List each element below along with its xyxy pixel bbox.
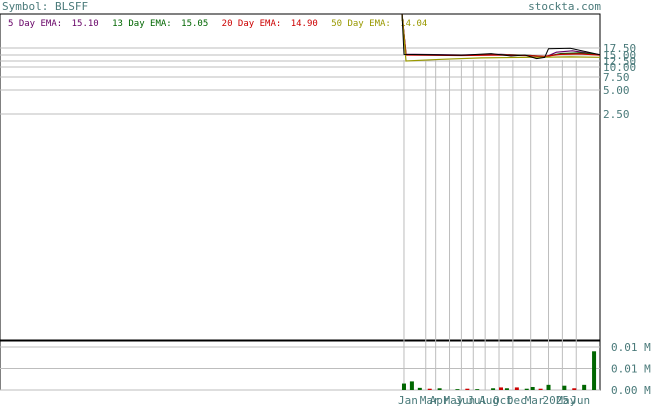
price-tick-label: 2.50 [603,108,630,121]
price-tick-label: 17.50 [603,42,636,55]
ema50-label: 50 Day EMA: 14.04 [331,19,428,29]
volume-bars [401,351,597,390]
x-tick-label: May [444,394,464,406]
volume-bar [504,388,509,390]
grid-lines [0,47,600,391]
volume-plot-frame [0,340,601,391]
ema-lines [401,13,601,62]
ema20-label: 20 Day EMA: 14.90 [221,19,318,29]
volume-bar [582,384,587,390]
ema-line [401,13,601,58]
x-tick-label: Jul [467,394,487,406]
volume-bar [524,388,529,390]
volume-bar [475,389,480,390]
price-tick-label: 7.50 [603,71,630,84]
volume-axis-ticks: 0.01 M 0.01 M 0.00 M [611,341,651,397]
x-tick-label: Jun [570,394,590,406]
volume-bar [499,387,503,390]
volume-bar [417,387,422,390]
x-tick-label: Jan [398,394,418,406]
ema-line [401,13,601,58]
price-tick-label: 10.00 [603,61,636,74]
volume-tick-label: 0.00 M [611,384,651,397]
volume-bar [572,388,577,390]
volume-bar [465,388,470,390]
price-tick-label: 12.50 [603,55,636,68]
volume-bar [592,351,597,390]
price-tick-label: 5.00 [603,84,630,97]
volume-bar [562,385,567,390]
volume-tick-label: 0.01 M [611,363,651,376]
volume-bar [455,389,460,390]
volume-bar [546,384,551,390]
volume-bar [491,388,496,390]
volume-bar [538,388,543,390]
volume-bar [427,388,432,390]
volume-bar [530,386,535,390]
x-tick-label: Aug [479,394,499,406]
volume-tick-label: 0.01 M [611,341,651,354]
x-tick-label: 2025 [543,394,570,406]
x-tick-label: May [556,394,576,406]
brand-label: stockta.com [528,0,601,13]
ema5-label: 5 Day EMA: 15.10 [8,19,99,29]
volume-bar [401,383,406,390]
ema13-label: 13 Day EMA: 15.05 [112,19,209,29]
x-tick-label: Jun [455,394,475,406]
price-tick-label: 15.00 [603,49,636,62]
price-plot-frame [0,13,601,341]
ema-legend: 5 Day EMA: 15.10 13 Day EMA: 15.05 20 Da… [8,19,435,29]
price-lines [401,13,601,60]
price-line [401,13,601,60]
ema-line [401,13,601,62]
x-tick-label: Dec [507,394,527,406]
volume-bar [437,388,442,390]
x-tick-label: Mar [420,394,440,406]
symbol-label: Symbol: BLSFF [2,0,89,13]
volume-bar [514,387,519,390]
x-tick-label: Apr [430,394,450,406]
x-tick-label: Oct [493,394,513,406]
x-tick-label: Mar [525,394,545,406]
ema-line [401,13,601,59]
volume-bar [409,381,414,390]
